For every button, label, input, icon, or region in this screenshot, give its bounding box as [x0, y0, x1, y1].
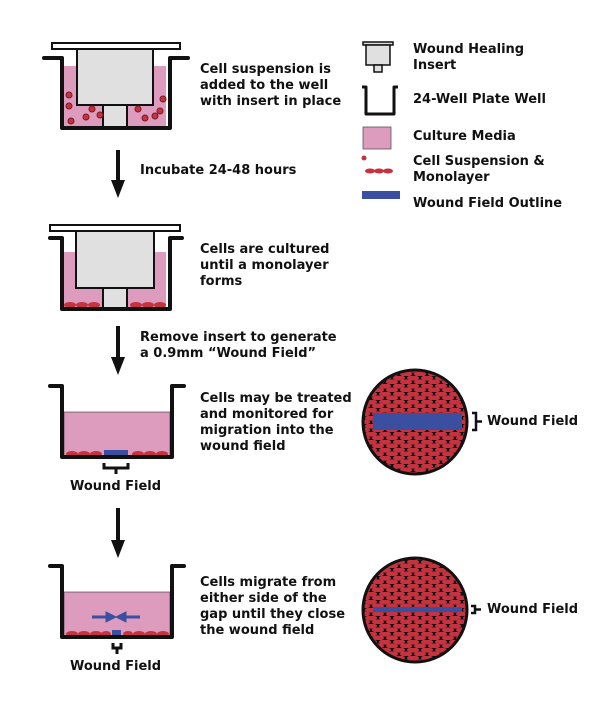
- wound-field-outline-icon: [362, 191, 400, 199]
- wound-field-outline: [373, 413, 462, 430]
- cell-suspension: [65, 91, 167, 125]
- step4-description: Cells migrate from either side of the ga…: [200, 575, 346, 638]
- cell: [159, 95, 167, 103]
- step2-well: [48, 224, 184, 311]
- down-arrow-1: [111, 150, 125, 198]
- wound-field-brace: [471, 604, 481, 615]
- insert-top-plate: [49, 224, 181, 232]
- culture-media: [63, 591, 171, 637]
- monolayer: [64, 302, 166, 308]
- culture-media: [63, 411, 171, 457]
- top-view-closing-wound: [361, 556, 481, 664]
- well-icon: [362, 85, 398, 116]
- step3-well: [48, 384, 186, 474]
- culture-media-icon: [362, 126, 392, 150]
- well-wall: [48, 564, 186, 639]
- legend-label-media: Culture Media: [413, 129, 516, 144]
- wound-field-outline: [112, 630, 121, 636]
- insert-top-plate: [51, 42, 181, 50]
- wound-healing-insert-icon: [362, 41, 394, 73]
- well-wall: [48, 384, 186, 459]
- cell: [65, 91, 73, 99]
- step1-well: [42, 42, 190, 130]
- top-view-open-wound: [361, 368, 482, 476]
- well-top-view: [361, 368, 469, 476]
- legend-label-wound-outline: Wound Field Outline: [413, 196, 563, 211]
- insert-body: [76, 48, 154, 106]
- migration-arrows: [92, 611, 140, 623]
- step3-top-view-wound-label: Wound Field: [487, 414, 579, 429]
- cell: [156, 107, 164, 115]
- well-wall: [48, 236, 184, 311]
- well-wall: [42, 56, 190, 130]
- insert-body: [75, 230, 155, 289]
- legend-label-insert: Wound Healing Insert: [413, 42, 525, 73]
- cell: [67, 117, 75, 125]
- cell: [141, 114, 149, 122]
- wound-field-brace: [102, 463, 130, 474]
- down-arrow-2: [111, 326, 125, 375]
- culture-media: [64, 66, 166, 126]
- cell: [134, 105, 142, 113]
- cell: [96, 111, 104, 119]
- step3-description: Cells may be treated and monitored for m…: [200, 391, 352, 454]
- transition-remove-insert-label: Remove insert to generate a 0.9mm “Wound…: [140, 330, 337, 361]
- step3-well-wound-label: Wound Field: [70, 479, 162, 494]
- cell: [88, 105, 96, 113]
- wound-field-brace: [111, 643, 123, 654]
- well-top-view: [361, 556, 469, 664]
- step4-top-view-wound-label: Wound Field: [487, 602, 579, 617]
- wound-field-outline: [104, 450, 128, 456]
- culture-media: [64, 252, 166, 307]
- cell: [82, 113, 90, 121]
- step4-well: [48, 564, 186, 654]
- monolayer: [66, 451, 168, 457]
- cell: [65, 102, 73, 110]
- cell-icon: [361, 155, 393, 174]
- monolayer: [66, 631, 169, 637]
- legend-label-cells: Cell Suspension & Monolayer: [413, 154, 545, 185]
- insert-stem: [102, 287, 128, 309]
- step4-well-wound-label: Wound Field: [70, 659, 162, 674]
- cell: [151, 112, 159, 120]
- wound-field-outline: [373, 607, 462, 612]
- transition-incubate-label: Incubate 24-48 hours: [140, 163, 297, 178]
- step2-description: Cells are cultured until a monolayer for…: [200, 242, 330, 289]
- legend-label-well: 24-Well Plate Well: [413, 92, 546, 107]
- down-arrow-3: [111, 508, 125, 558]
- step1-description: Cell suspension is added to the well wit…: [200, 62, 342, 109]
- insert-stem: [102, 104, 128, 128]
- wound-field-brace: [472, 411, 482, 432]
- legend-icons: [361, 41, 400, 199]
